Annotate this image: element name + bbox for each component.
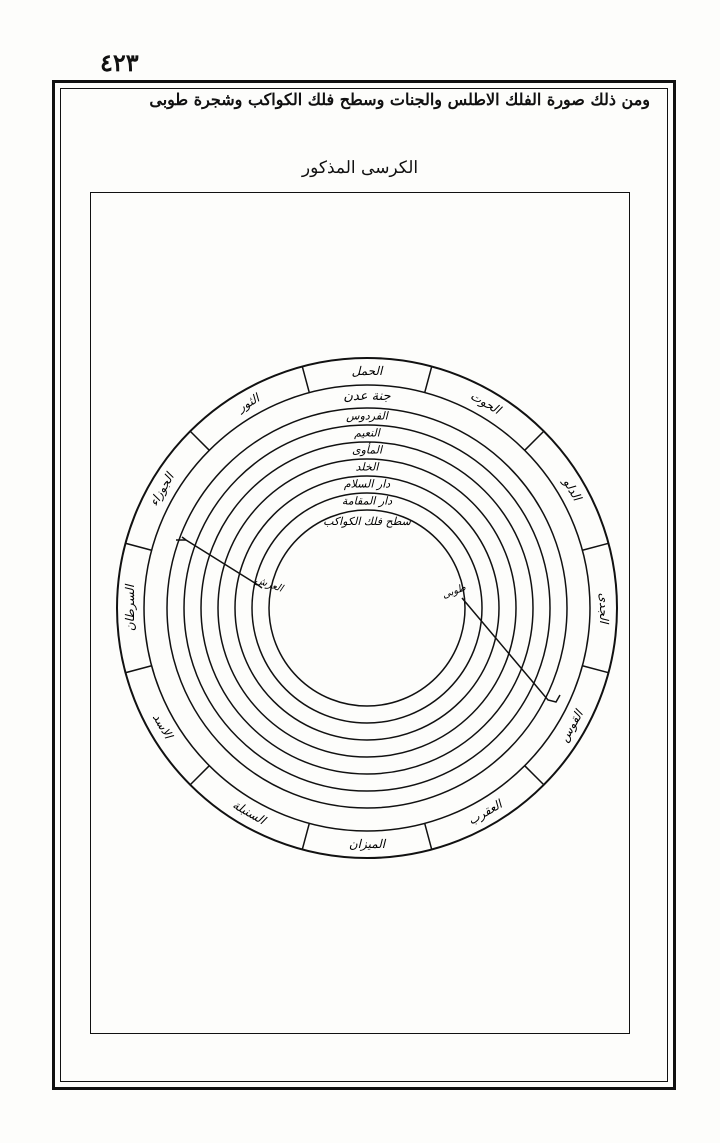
heaven-label: المأوى [352, 442, 384, 457]
ring-0 [116, 357, 618, 859]
concentric-rings [116, 357, 618, 859]
zodiac-label: الحمل [352, 364, 384, 378]
ring-2 [166, 407, 568, 809]
zodiac-divider [423, 366, 433, 393]
zodiac-label: العقرب [466, 796, 506, 827]
zodiac-label: السرطان [123, 583, 137, 631]
zodiac-label: الجوزاء [147, 469, 178, 508]
ring-8 [268, 509, 466, 707]
right-branch-line [461, 597, 561, 703]
heaven-labels: جنة عدن الفردوس النعيم المأوى الخلد دار السلا… [323, 389, 412, 528]
zodiac-divider [524, 765, 545, 786]
inner-frame [60, 88, 668, 1082]
ring-1 [143, 384, 591, 832]
ring-7 [251, 492, 483, 724]
heaven-label: الفردوس [346, 410, 390, 423]
ring-3 [183, 424, 551, 792]
heaven-label: النعيم [354, 427, 382, 440]
heaven-label: دار المقامة [342, 495, 392, 508]
ring-4 [200, 441, 534, 775]
diagram-box [90, 192, 630, 1034]
left-branch-line [181, 536, 263, 589]
page-number: ٤٢٣ [100, 48, 139, 77]
heaven-label: سطح فلك الكواكب [323, 515, 412, 528]
zodiac-divider [582, 664, 609, 674]
heaven-label: دار السلام [344, 478, 390, 491]
ring-6 [234, 475, 500, 741]
zodiac-divider [189, 430, 210, 451]
zodiac-divider [125, 664, 152, 674]
zodiac-label: القوس [557, 706, 587, 744]
zodiac-divider [524, 430, 545, 451]
zodiac-label: الميزان [349, 837, 387, 851]
zodiac-divider [582, 542, 609, 552]
tree-label-left: العرش [254, 575, 286, 595]
page-heading: ومن ذلك صورة الفلك الاطلس والجنات وسطح ف… [149, 90, 650, 109]
zodiac-divider [301, 366, 311, 393]
zodiac-divider [189, 765, 210, 786]
zodiac-divider [423, 823, 433, 850]
heaven-label: الخلد [356, 461, 381, 474]
zodiac-divider [125, 542, 152, 552]
diagram-caption: الكرسى المذكور [301, 158, 419, 178]
zodiac-label: الجدى [597, 593, 611, 625]
zodiac-dividers [125, 366, 609, 850]
heaven-label: جنة عدن [343, 389, 391, 404]
zodiac-label: السنبلة [230, 797, 269, 828]
zodiac-divider [301, 823, 311, 850]
ring-5 [217, 458, 517, 758]
outer-frame [52, 80, 676, 1090]
zodiac-label: الحوت [468, 389, 504, 418]
